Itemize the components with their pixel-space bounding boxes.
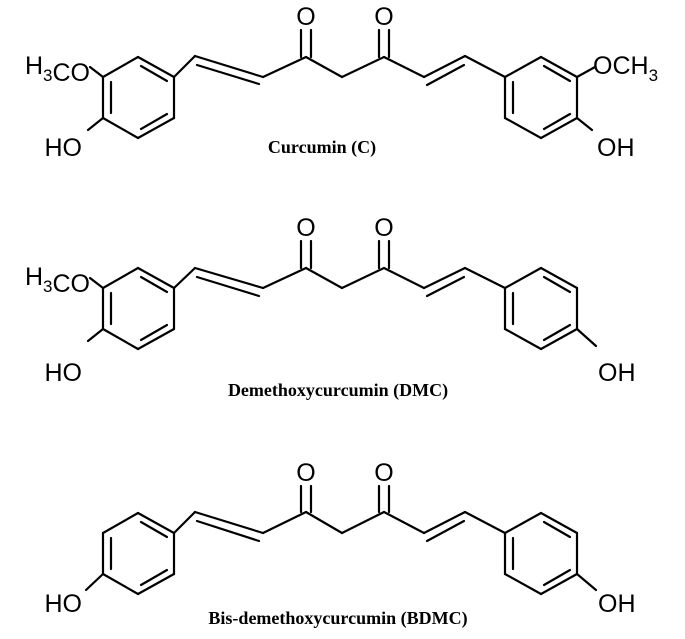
molecule-name: Bis-demethoxycurcumin (BDMC) [208, 608, 467, 629]
methoxy-label-left: H3CO [25, 263, 90, 298]
dmc-bonds [86, 239, 598, 351]
methoxy-label-right-text: OCH3 [593, 52, 658, 85]
methoxy-label-left-text: H3CO [25, 52, 90, 87]
molecule-name: Curcumin (C) [268, 137, 376, 158]
hydroxyl-label-left: HO [45, 134, 83, 162]
carbonyl-oxygen-label: O [374, 3, 393, 31]
methoxy-label-left: H3CO [25, 52, 90, 87]
carbonyl-oxygen-label: O [296, 459, 315, 487]
molecule-curcumin: O O H3CO HO OCH3 OH Curcumin (C) [25, 3, 658, 162]
hydroxyl-label-right: OH [598, 359, 636, 387]
hydroxyl-label-left: HO [45, 590, 83, 618]
curcumin-bonds [86, 28, 597, 140]
hydroxyl-label-right: OH [598, 590, 636, 618]
molecule-name: Demethoxycurcumin (DMC) [228, 380, 448, 401]
molecule-demethoxycurcumin: O O H3CO HO OH Demethoxycurcumin (DMC) [25, 214, 636, 401]
molecule-bisdemethoxycurcumin: O O HO OH Bis-demethoxycurcumin (BDMC) [45, 459, 636, 629]
carbonyl-oxygen-label: O [374, 214, 393, 242]
carbonyl-oxygen-label: O [296, 214, 315, 242]
hydroxyl-label-right: OH [597, 134, 635, 162]
methoxy-label-left-text: H3CO [25, 263, 90, 298]
carbonyl-oxygen-label: O [374, 459, 393, 487]
carbonyl-oxygen-label: O [296, 3, 315, 31]
bdmc-bonds [84, 484, 598, 596]
methoxy-label-right: OCH3 [593, 52, 658, 85]
hydroxyl-label-left: HO [45, 359, 83, 387]
